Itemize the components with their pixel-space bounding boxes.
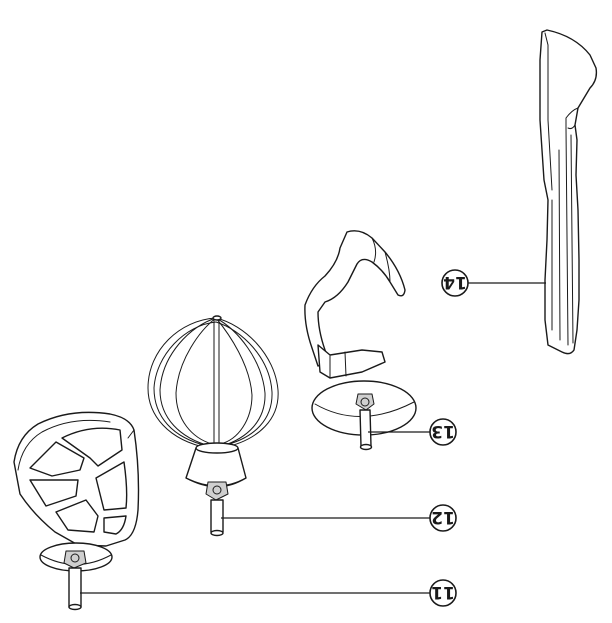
svg-text:14: 14 bbox=[443, 272, 467, 292]
svg-text:13: 13 bbox=[431, 421, 455, 441]
callout-14: 14 bbox=[441, 269, 469, 297]
svg-text:12: 12 bbox=[431, 507, 455, 527]
spatula-icon bbox=[539, 29, 598, 355]
callout-13: 13 bbox=[429, 418, 457, 446]
dough-hook-icon bbox=[304, 230, 417, 451]
svg-text:11: 11 bbox=[431, 582, 455, 602]
flat-beater-icon bbox=[13, 411, 140, 611]
wire-whisk-icon bbox=[147, 315, 279, 537]
callout-12: 12 bbox=[429, 504, 457, 532]
callout-11: 11 bbox=[429, 579, 457, 607]
